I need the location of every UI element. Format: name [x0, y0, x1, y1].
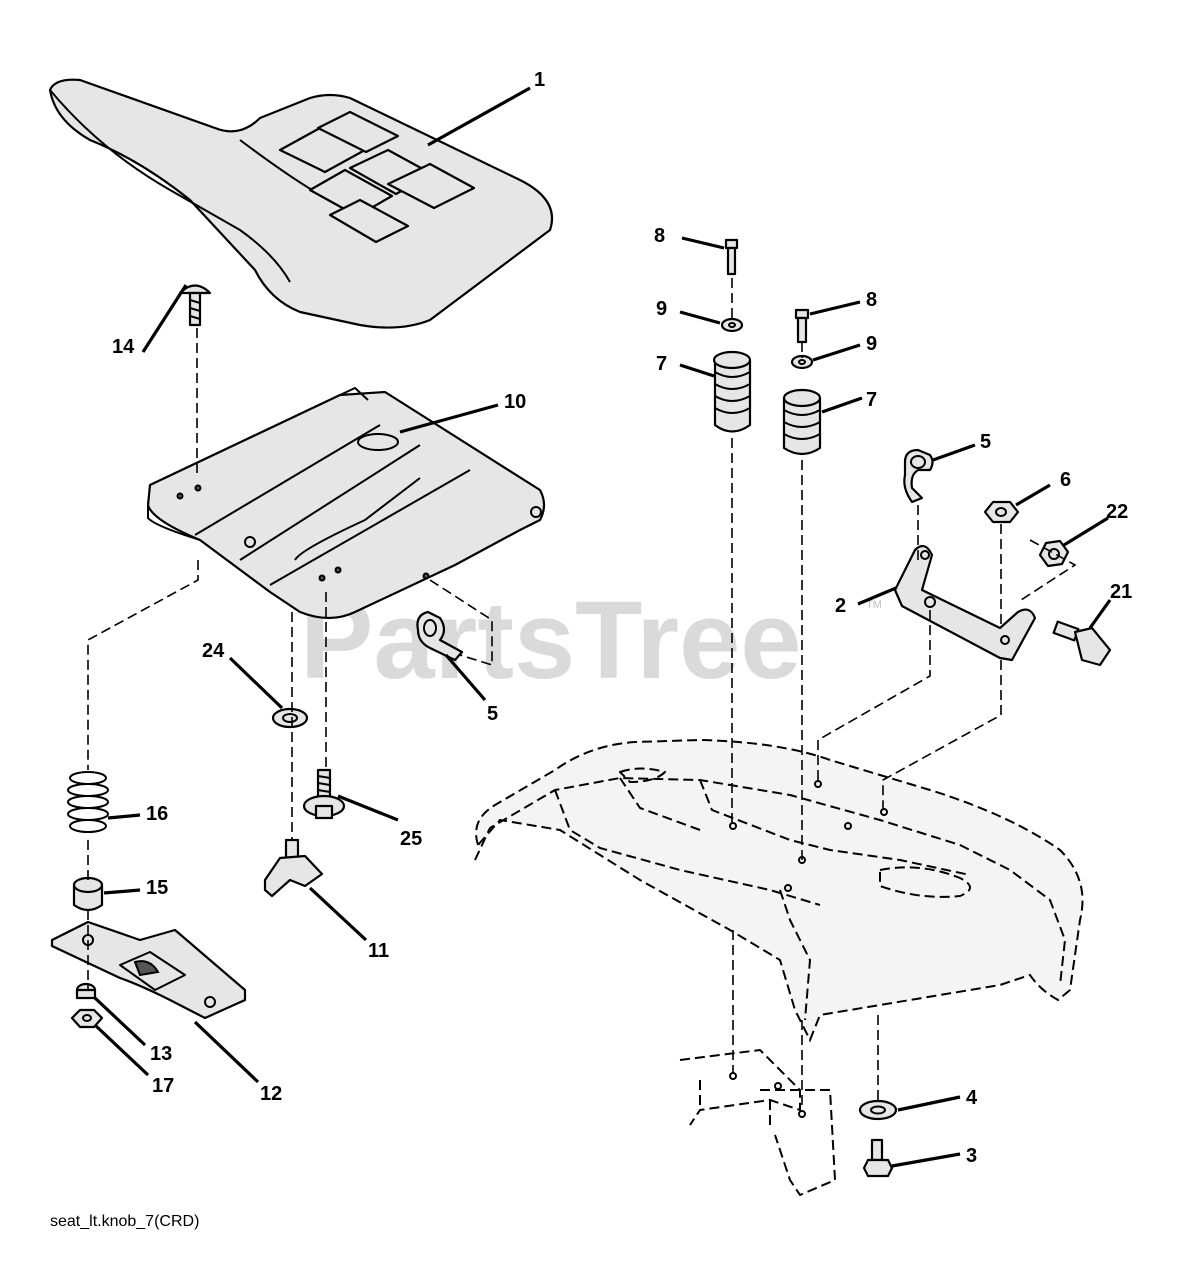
callout-6: 6: [1060, 469, 1071, 491]
callout-5-left: 5: [487, 703, 498, 725]
callout-8-right: 8: [866, 289, 877, 311]
callout-15: 15: [146, 877, 168, 899]
watermark-trademark: TM: [866, 599, 882, 611]
part-bolt-3: [862, 1138, 894, 1178]
callout-21: 21: [1110, 581, 1132, 603]
callout-3: 3: [966, 1145, 977, 1167]
part-washer-4: [858, 1099, 898, 1121]
leader-lines: [93, 86, 1112, 1168]
callout-11: 11: [368, 940, 389, 962]
callout-22: 22: [1106, 501, 1128, 523]
part-clip-right: [903, 448, 934, 504]
part-knob: [263, 838, 324, 898]
callout-7-left: 7: [656, 353, 667, 375]
part-seat-pan: [146, 387, 546, 620]
callout-9-left: 9: [656, 298, 667, 320]
part-bracket-plate: [50, 920, 247, 1020]
part-spring-7-left: [712, 350, 752, 433]
diagram-code: seat_lt.knob_7(CRD): [50, 1213, 199, 1230]
callout-25: 25: [400, 828, 422, 850]
part-nut-17: [70, 1008, 104, 1029]
part-bolt-8-left: [724, 238, 739, 276]
callout-10: 10: [504, 391, 526, 413]
callout-2: 2: [835, 595, 846, 617]
callout-13: 13: [150, 1043, 172, 1065]
part-spacer: [72, 876, 104, 912]
part-spring-16: [67, 771, 109, 833]
part-clip-left: [416, 610, 464, 662]
callout-8-left: 8: [654, 225, 665, 247]
part-carriage-bolt: [178, 284, 212, 327]
part-seat: [48, 78, 554, 329]
callout-9-right: 9: [866, 333, 877, 355]
callout-5-right: 5: [980, 431, 991, 453]
part-nut-13: [75, 982, 97, 1000]
callout-7-right: 7: [866, 389, 877, 411]
part-spring-7-right: [782, 388, 822, 456]
callout-12: 12: [260, 1083, 282, 1105]
callout-4: 4: [966, 1087, 978, 1109]
part-washer-9-left: [720, 317, 744, 333]
part-nut-22: [1038, 539, 1070, 568]
part-nut-6: [983, 500, 1020, 524]
part-bracket-2: [893, 544, 1037, 662]
assembly-lines: [87, 278, 1077, 1112]
callout-24: 24: [202, 640, 225, 662]
callouts: 1 14 10 24 5 25 16 15 11 13 17 12 8 9 7 …: [112, 69, 1132, 1167]
part-bolt-21: [1052, 620, 1112, 667]
part-washer-24: [271, 707, 309, 729]
callout-16: 16: [146, 803, 168, 825]
phantom-frame: [474, 738, 1084, 1196]
part-bolt-8-right: [794, 308, 810, 344]
part-shoulder-bolt: [302, 768, 346, 820]
callout-17: 17: [152, 1075, 174, 1097]
callout-1: 1: [534, 69, 545, 91]
callout-14: 14: [112, 336, 135, 358]
part-washer-9-right: [790, 354, 814, 370]
